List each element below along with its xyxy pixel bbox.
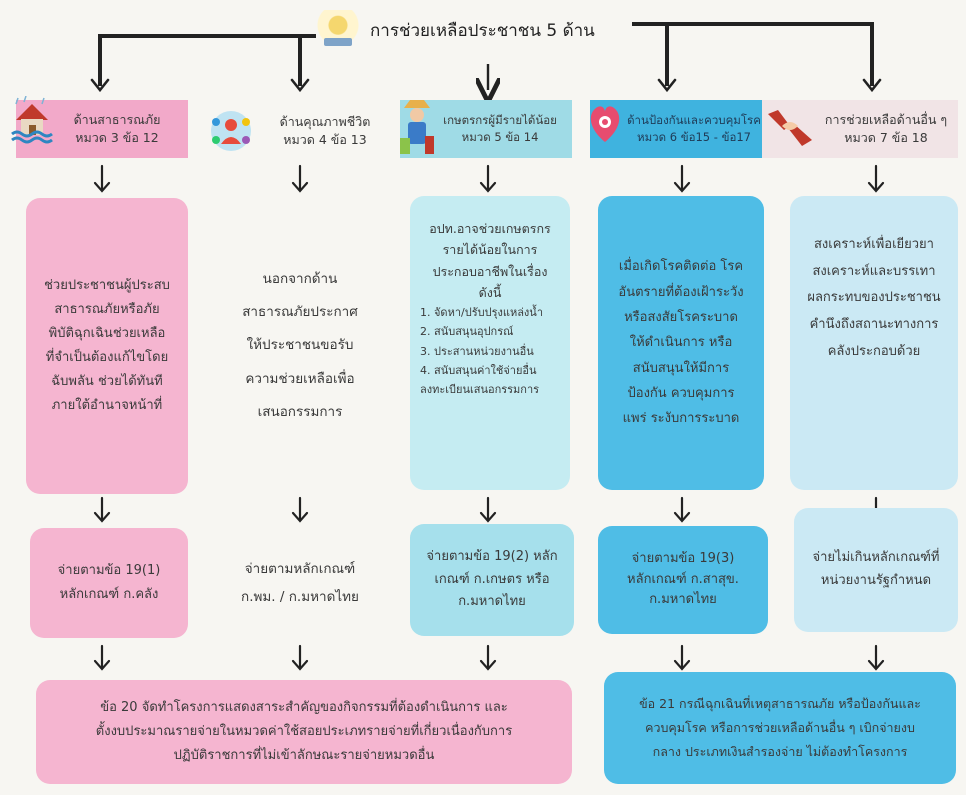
text-line: ก.มหาดไทย [458, 594, 526, 610]
header-farmers: เกษตรกรผู้มีรายได้น้อย หมวด 5 ข้อ 14 [400, 100, 572, 158]
quality-of-life-icon [211, 111, 251, 151]
box-farmers-description: อปท.อาจช่วยเกษตรกร รายได้น้อยในการ ประกอ… [410, 196, 570, 490]
text-line: แพร่ ระงับการระบาด [622, 411, 740, 427]
box-other-description: สงเคราะห์เพื่อเยียวยา สงเคราะห์และบรรเทา… [790, 196, 958, 490]
header-disaster: ด้านสาธารณภัย หมวด 3 ข้อ 12 [11, 96, 188, 158]
disease-control-icon [590, 106, 620, 142]
text-line: อปท.อาจช่วยเกษตรกร [429, 221, 551, 236]
header-subtitle: หมวด 5 ข้อ 14 [461, 130, 539, 144]
text-line: หน่วยงานรัฐกำหนด [820, 573, 932, 588]
header-disease-control: ด้านป้องกันและควบคุมโรค หมวด 6 ข้อ15 - ข… [590, 100, 768, 158]
farmer-icon [400, 100, 434, 154]
box-quality-payment: จ่ายตามหลักเกณฑ์ ก.พม. / ก.มหาดไทย [214, 528, 386, 638]
text-line: อันตรายที่ต้องเฝ้าระวัง [618, 284, 744, 300]
text-line: เสนอกรรมการ [257, 403, 343, 420]
text-line: ดังนี้ [478, 284, 502, 300]
text-line: พิบัติฉุกเฉินช่วยเหลือ [48, 325, 166, 341]
box-disease-description: เมื่อเกิดโรคติดต่อ โรค อันตรายที่ต้องเฝ้… [598, 196, 764, 490]
box-article-21: ข้อ 21 กรณีฉุกเฉินที่เหตุสาธารณภัย หรือป… [604, 672, 956, 784]
header-subtitle: หมวด 3 ข้อ 12 [75, 130, 159, 145]
text-line: ประกอบอาชีพในเรื่อง [432, 263, 548, 279]
text-line: สงเคราะห์เพื่อเยียวยา [814, 237, 934, 252]
box-disaster-payment: จ่ายตามข้อ 19(1) หลักเกณฑ์ ก.คลัง [30, 528, 188, 638]
text-line: กลาง ประเภทเงินสำรองจ่าย ไม่ต้องทำโครงกา… [652, 743, 908, 759]
text-line: จ่ายตามข้อ 19(3) [631, 550, 735, 566]
header-title: ด้านสาธารณภัย [73, 111, 161, 127]
header-quality-of-life: ด้านคุณภาพชีวิต หมวด 4 ข้อ 13 [208, 104, 392, 158]
flood-house-icon [11, 96, 53, 144]
list-item: ลงทะเบียนเสนอกรรมการ [420, 383, 540, 396]
text-line: ข้อ 20 จัดทำโครงการแสดงสาระสำคัญของกิจกร… [100, 699, 508, 715]
header-title: ด้านป้องกันและควบคุมโรค [627, 113, 761, 128]
text-line: หลักเกณฑ์ ก.สาสุข. [627, 571, 739, 587]
text-line: หรือสงสัยโรคระบาด [624, 309, 738, 325]
header-subtitle: หมวด 6 ข้อ15 - ข้อ17 [637, 130, 751, 144]
text-line: ก.พม. / ก.มหาดไทย [241, 589, 359, 605]
text-line: จ่ายตามข้อ 19(1) [57, 562, 161, 578]
box-article-20: ข้อ 20 จัดทำโครงการแสดงสาระสำคัญของกิจกร… [36, 680, 572, 784]
text-line: คำนึงถึงสถานะทางการ [809, 316, 939, 332]
text-line: ป้องกัน ควบคุมการ [627, 386, 735, 402]
box-quality-description: นอกจากด้าน สาธารณภัยประกาศ ให้ประชาชนขอร… [214, 198, 386, 494]
text-line: เมื่อเกิดโรคติดต่อ โรค [618, 259, 744, 275]
text-line: ปฏิบัติราชการที่ไม่เข้าลักษณะรายจ่ายหมวด… [173, 748, 435, 764]
text-line: จ่ายตามข้อ 19(2) หลัก [426, 548, 558, 564]
text-line: จ่ายตามหลักเกณฑ์ [244, 560, 356, 577]
box-disease-payment: จ่ายตามข้อ 19(3) หลักเกณฑ์ ก.สาสุข. ก.มห… [598, 526, 768, 634]
box-other-payment: จ่ายไม่เกินหลักเกณฑ์ที่ หน่วยงานรัฐกำหนด [794, 508, 958, 632]
text-line: สงเคราะห์และบรรเทา [812, 263, 936, 279]
helping-hands-icon [768, 110, 812, 146]
text-line: ให้ดำเนินการ หรือ [629, 335, 733, 351]
text-line: เกณฑ์ ก.เกษตร หรือ [434, 571, 550, 587]
text-line: ให้ประชาชนขอรับ [246, 337, 354, 354]
text-line: ฉับพลัน ช่วยได้ทันที [51, 374, 163, 390]
title-text: การช่วยเหลือประชาชน 5 ด้าน [370, 20, 595, 41]
text-line: ควบคุมโรค หรือการช่วยเหลือด้านอื่น ๆ เบิ… [645, 720, 915, 736]
text-line: สนับสนุนให้มีการ [632, 360, 730, 376]
header-subtitle: หมวด 7 ข้อ 18 [844, 130, 928, 145]
text-line: ที่จำเป็นต้องแก้ไขโดย [45, 350, 169, 365]
list-item: 2. สนับสนุนอุปกรณ์ [420, 325, 514, 339]
header-title: การช่วยเหลือด้านอื่น ๆ [824, 111, 948, 127]
box-farmers-payment: จ่ายตามข้อ 19(2) หลัก เกณฑ์ ก.เกษตร หรือ… [410, 524, 574, 636]
government-logo-icon [316, 10, 360, 50]
header-title: เกษตรกรผู้มีรายได้น้อย [443, 113, 557, 128]
box-disaster-description: ช่วยประชาชนผู้ประสบ สาธารณภัยหรือภัย พิบ… [26, 198, 188, 494]
header-subtitle: หมวด 4 ข้อ 13 [283, 132, 367, 147]
text-line: สาธารณภัยประกาศ [242, 304, 358, 321]
text-line: นอกจากด้าน [262, 271, 338, 288]
text-line: หลักเกณฑ์ ก.คลัง [59, 587, 159, 602]
text-line: ผลกระทบของประชาชน [807, 290, 941, 306]
list-item: 3. ประสานหน่วยงานอื่น [420, 344, 534, 358]
text-line: สาธารณภัยหรือภัย [54, 301, 160, 317]
text-line: ความช่วยเหลือเพื่อ [245, 370, 355, 387]
text-line: ภายใต้อำนาจหน้าที่ [51, 398, 163, 414]
text-line: ก.มหาดไทย [649, 592, 717, 608]
chart-title: การช่วยเหลือประชาชน 5 ด้าน [316, 8, 632, 52]
text-line: รายได้น้อยในการ [442, 242, 538, 258]
text-line: จ่ายไม่เกินหลักเกณฑ์ที่ [812, 550, 940, 566]
text-line: ข้อ 21 กรณีฉุกเฉินที่เหตุสาธารณภัย หรือป… [639, 696, 921, 712]
list-item: 1. จัดหา/ปรับปรุงแหล่งน้ำ [420, 306, 543, 319]
text-line: คลังประกอบด้วย [827, 343, 921, 359]
header-other-aid: การช่วยเหลือด้านอื่น ๆ หมวด 7 ข้อ 18 [762, 100, 958, 158]
text-line: ช่วยประชาชนผู้ประสบ [44, 277, 170, 293]
text-line: ตั้งงบประมาณรายจ่ายในหมวดค่าใช้สอยประเภท… [95, 723, 513, 739]
list-item: 4. สนับสนุนค่าใช้จ่ายอื่น [420, 363, 537, 377]
header-title: ด้านคุณภาพชีวิต [279, 113, 371, 129]
